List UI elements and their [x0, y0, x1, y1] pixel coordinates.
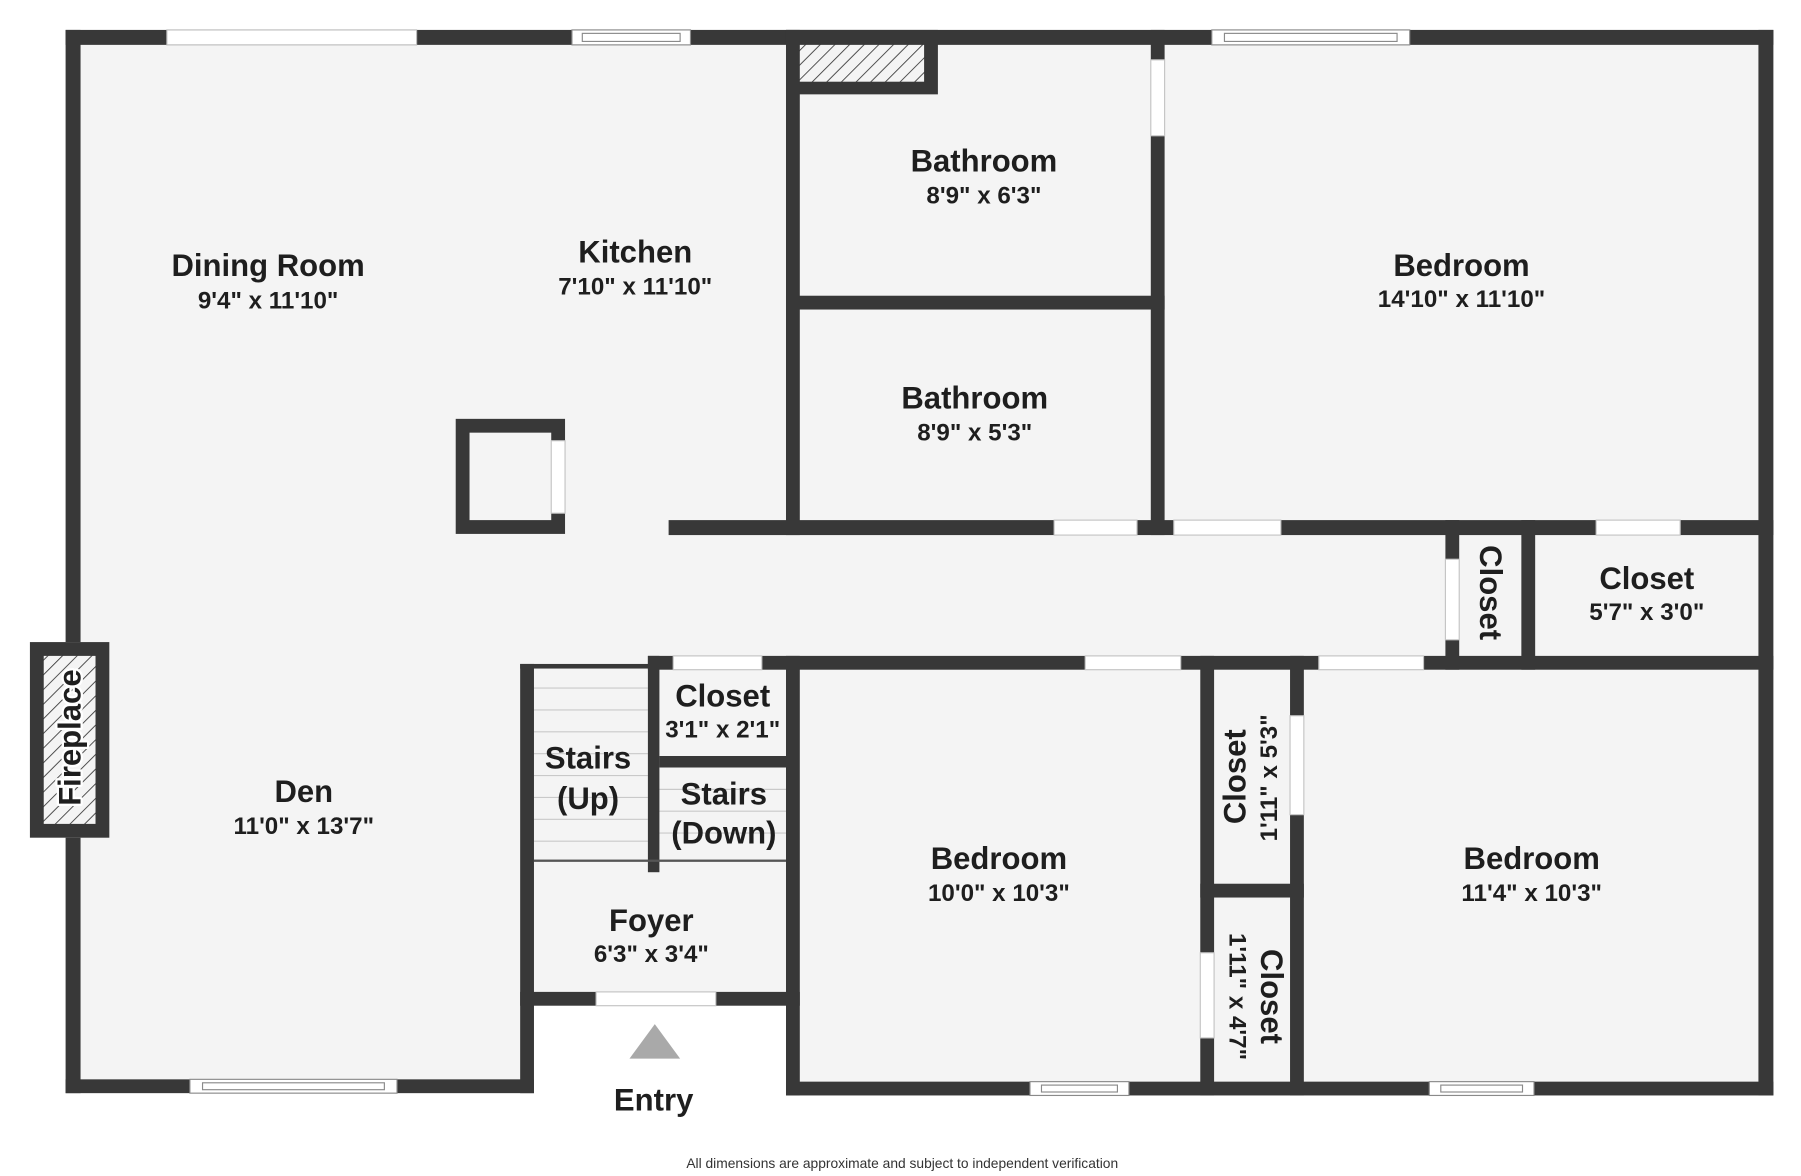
opening — [166, 29, 418, 46]
room-dimensions-kitchen: 7'10" x 11'10" — [558, 274, 712, 301]
room-name-stairs-down: Stairs — [681, 776, 767, 811]
window-frame — [581, 32, 681, 42]
chimney-hatch — [799, 44, 925, 82]
window — [1029, 1081, 1130, 1097]
entry-doorway — [595, 991, 717, 1007]
room-labels: Dining Room 9'4" x 11'10" Kitchen 7'10" … — [50, 143, 1704, 1117]
foyer-edge-line — [533, 859, 786, 862]
bathroom-bedroom-wall — [1150, 29, 1165, 536]
room-name-bathroom: Bathroom — [901, 380, 1048, 415]
room-name-bedroom: Bedroom — [1393, 248, 1529, 283]
stairs-divider-wall — [647, 655, 660, 873]
doorways — [595, 59, 1681, 1039]
doorway — [672, 655, 763, 671]
stairs-direction-up: (Up) — [557, 781, 619, 816]
room-dimensions-bathroom: 8'9" x 6'3" — [926, 183, 1041, 210]
room-name-bathroom: Bathroom — [911, 143, 1058, 178]
window — [189, 1078, 398, 1094]
bathroom-divider-wall — [785, 295, 1165, 310]
window-frame — [1440, 1084, 1524, 1093]
room-dimensions-foyer: 6'3" x 3'4" — [594, 941, 709, 968]
doorway — [1150, 59, 1166, 137]
room-dimensions-den: 11'0" x 13'7" — [234, 813, 375, 840]
footer-disclaimer: All dimensions are approximate and subje… — [686, 1156, 1118, 1171]
room-name-stairs-up: Stairs — [545, 741, 631, 776]
room-name-closet: Closet — [1254, 949, 1289, 1044]
room-dimensions-bathroom: 8'9" x 5'3" — [917, 420, 1032, 447]
stairs-up-treads — [533, 687, 648, 842]
room-dimensions-bedroom: 14'10" x 11'10" — [1378, 286, 1545, 313]
room-dimensions-bedroom: 10'0" x 10'3" — [928, 880, 1070, 907]
doorway — [1318, 655, 1425, 671]
room-name-bedroom: Bedroom — [1464, 841, 1600, 876]
room-dimensions-closet: 1'11" x 4'7" — [1224, 933, 1251, 1060]
window — [571, 29, 692, 46]
column-opening — [550, 440, 566, 514]
closet-divider-wall — [1200, 883, 1304, 898]
room-dimensions-closet: 3'1" x 2'1" — [665, 717, 780, 744]
room-name-closet: Closet — [1599, 561, 1694, 596]
exterior-wall-left — [65, 837, 81, 1094]
doorway — [1444, 558, 1460, 641]
fireplace — [29, 642, 110, 838]
exterior-wall-left — [65, 29, 81, 643]
column-interior — [469, 432, 552, 521]
room-name-den: Den — [274, 774, 333, 809]
stairs-wall — [520, 663, 534, 1094]
entry-arrow-icon — [629, 1024, 681, 1059]
window — [1211, 29, 1411, 46]
stairs-top-wall — [520, 663, 660, 669]
room-name-kitchen: Kitchen — [578, 234, 692, 269]
window-frame — [1040, 1084, 1119, 1093]
stairs-down-treads — [659, 788, 786, 834]
room-name-closet: Closet — [675, 679, 770, 714]
doorway — [1084, 655, 1182, 671]
room-name-closet: Closet — [1217, 729, 1252, 824]
doorway — [1173, 519, 1282, 536]
doorway — [1289, 715, 1305, 816]
room-dimensions-bedroom: 11'4" x 10'3" — [1461, 880, 1602, 907]
fireplace-hatch — [43, 655, 96, 824]
closet-stairs-wall — [659, 756, 798, 768]
room-dimensions-closet: 1'11" x 5'3" — [1256, 714, 1283, 841]
bedroom-west-wall — [785, 655, 800, 1096]
room-name-bedroom: Bedroom — [931, 841, 1067, 876]
fireplace-label: Fireplace — [53, 669, 88, 805]
window-frame — [1223, 32, 1398, 42]
entry-label: Entry — [614, 1082, 694, 1117]
room-name-hall-closet: Closet — [1473, 545, 1508, 640]
kitchen-bathroom-wall — [785, 29, 800, 536]
doorway — [1199, 952, 1215, 1039]
hall-closet-wall — [1521, 520, 1536, 670]
room-name-dining-room: Dining Room — [172, 248, 365, 283]
doorway — [1595, 519, 1681, 536]
floor-area — [80, 44, 1759, 1082]
room-name-foyer: Foyer — [609, 903, 694, 938]
window-frame — [201, 1082, 385, 1091]
room-dimensions-closet: 5'7" x 3'0" — [1589, 599, 1704, 626]
window — [1428, 1081, 1535, 1097]
stairs-direction-down: (Down) — [671, 815, 776, 850]
exterior-wall-bottom — [785, 1081, 1774, 1096]
windows — [166, 29, 1535, 1097]
exterior-wall-right — [1758, 29, 1774, 1096]
doorway — [1053, 519, 1138, 536]
room-dimensions-dining-room: 9'4" x 11'10" — [198, 287, 339, 314]
